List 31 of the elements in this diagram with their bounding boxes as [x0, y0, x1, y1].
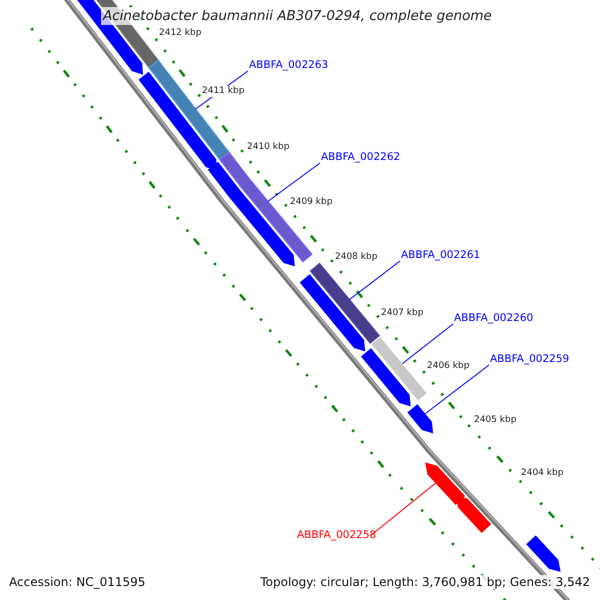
gene-block: [300, 274, 366, 352]
gene-block: [407, 404, 434, 434]
tick-label: 2411 kbp: [202, 86, 244, 97]
genome-summary: Topology: circular; Length: 3,760,981 bp; Genes: 3,542: [260, 575, 590, 590]
gene-bar: [370, 336, 428, 402]
gene-block: [526, 535, 561, 572]
leader-line: [424, 364, 490, 414]
gene-label: ABBFA_002261: [401, 249, 480, 262]
tick-label: 2409 kbp: [290, 197, 332, 208]
leader-line: [370, 482, 436, 536]
tick-label: 2405 kbp: [474, 415, 516, 426]
gene-bar: [218, 152, 313, 263]
title: Acinetobacter baumannii AB307-0294, complete genome: [101, 7, 494, 26]
gene-label: ABBFA_002258: [297, 529, 376, 542]
gene-label: ABBFA_002263: [249, 59, 328, 72]
leader-line: [268, 162, 320, 202]
gene-block: [425, 462, 466, 505]
tick-label: 2404 kbp: [521, 468, 564, 479]
leader-line: [402, 324, 454, 364]
tick-label: 2407 kbp: [381, 308, 424, 319]
tick-label: 2408 kbp: [335, 252, 378, 263]
accession-text: Accession: NC_011595: [9, 575, 146, 590]
gene-block: [456, 495, 492, 533]
tick-label: 2410 kbp: [247, 142, 290, 153]
tick-label: 2412 kbp: [159, 28, 202, 39]
gene-label: ABBFA_002260: [454, 312, 534, 325]
gene-block: [361, 348, 411, 406]
gene-label: ABBFA_002259: [490, 353, 570, 366]
tick-label: 2406 kbp: [427, 361, 470, 372]
gene-label: ABBFA_002262: [321, 151, 400, 164]
leader-line: [349, 260, 400, 300]
